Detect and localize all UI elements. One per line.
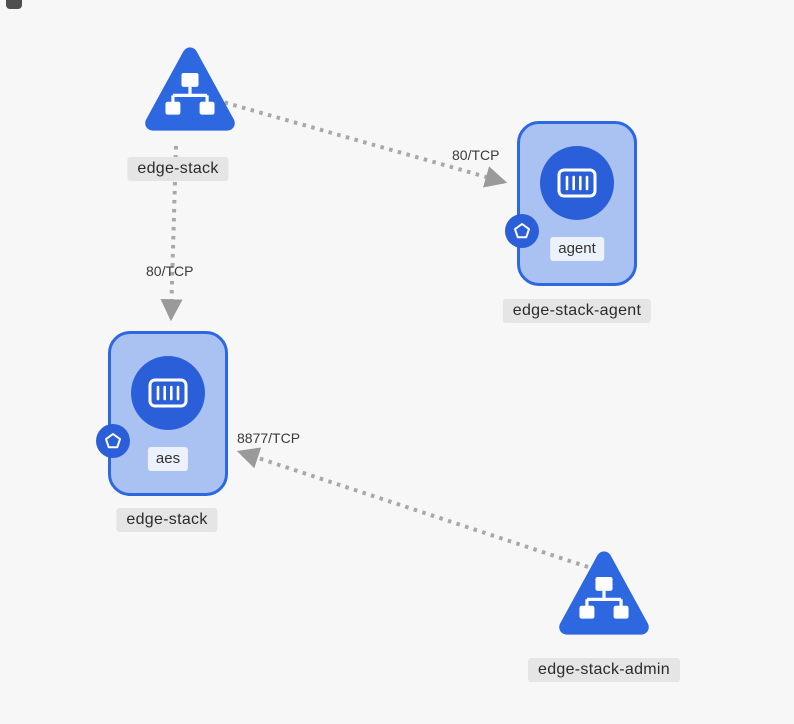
node-label-edge-stack-agent: edge-stack-agent bbox=[502, 299, 652, 323]
edge-port-label: 80/TCP bbox=[452, 147, 500, 163]
pod-icon bbox=[514, 223, 530, 239]
edge-edge-stack-to-agent bbox=[215, 98, 508, 188]
service-triangle-icon bbox=[559, 551, 649, 635]
container-name-label: agent bbox=[550, 237, 604, 261]
service-node-edge-stack-admin[interactable] bbox=[556, 548, 652, 638]
node-label-edge-stack-service: edge-stack bbox=[127, 157, 229, 181]
edge-port-label: 8877/TCP bbox=[237, 430, 301, 446]
pod-node-edge-stack[interactable]: aes bbox=[96, 331, 228, 496]
pod-badge bbox=[505, 214, 539, 248]
node-label-edge-stack-pod: edge-stack bbox=[116, 508, 218, 532]
pod-node-edge-stack-agent[interactable]: agent bbox=[505, 121, 637, 286]
edge-admin-to-aes bbox=[236, 447, 589, 569]
node-label-edge-stack-admin: edge-stack-admin bbox=[528, 658, 680, 682]
service-node-edge-stack[interactable] bbox=[142, 44, 238, 134]
edge-port-label: 80/TCP bbox=[146, 263, 194, 279]
container-icon bbox=[148, 378, 188, 408]
service-triangle-icon bbox=[145, 47, 235, 131]
container-circle bbox=[540, 146, 614, 220]
pod-badge bbox=[96, 424, 130, 458]
container-circle bbox=[131, 356, 205, 430]
container-name-label: aes bbox=[147, 447, 189, 471]
top-left-artifact bbox=[6, 0, 22, 9]
container-icon bbox=[557, 168, 597, 198]
pod-icon bbox=[105, 433, 121, 449]
